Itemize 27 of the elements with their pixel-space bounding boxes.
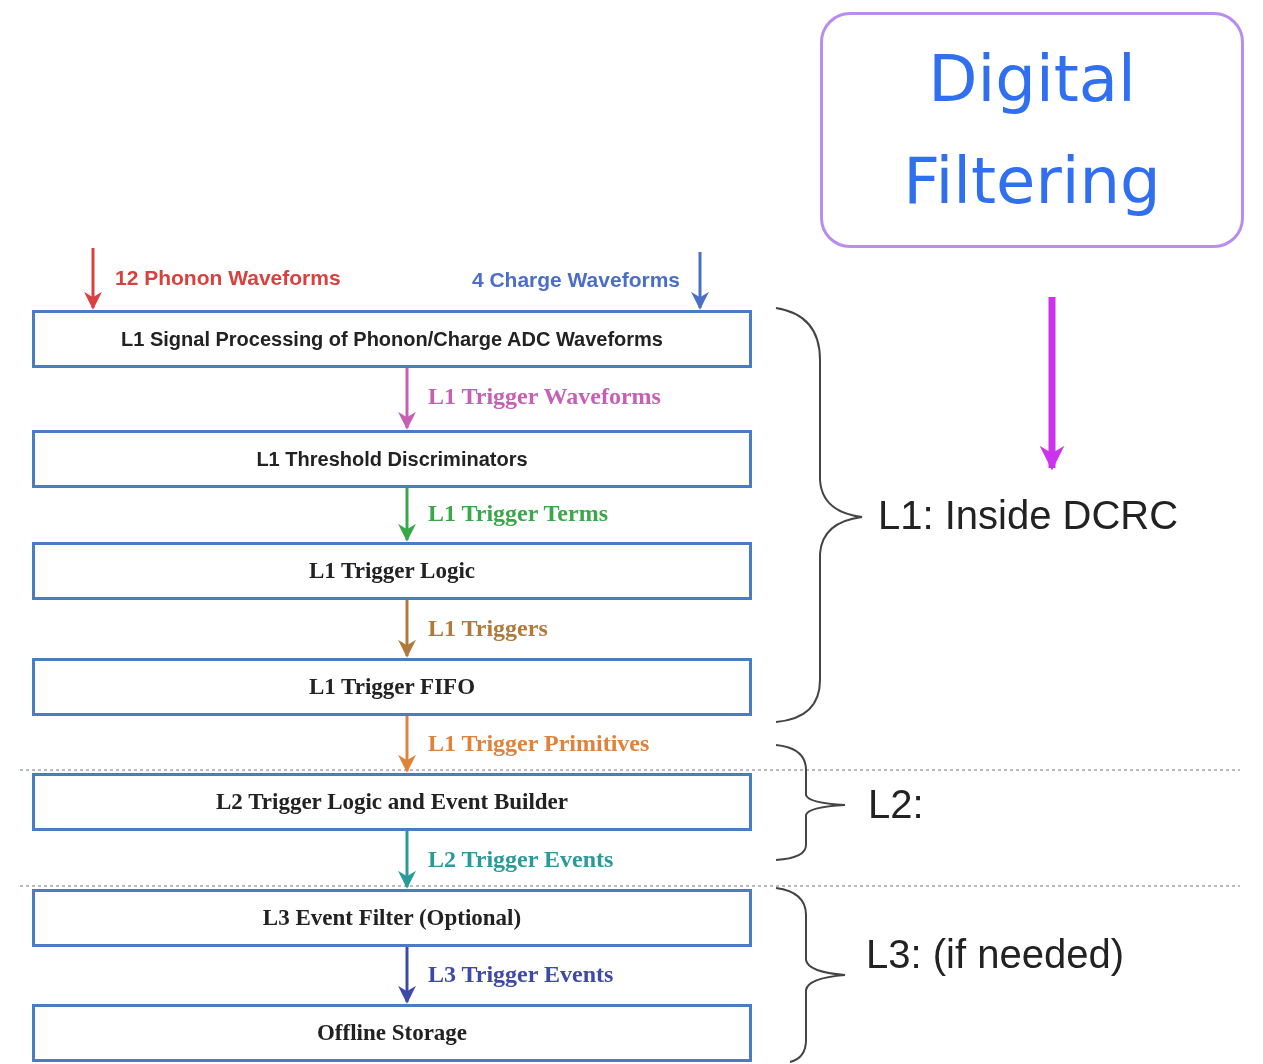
box-label: L1 Trigger Logic [308,558,476,584]
box-label: Offline Storage [316,1020,468,1046]
level-label: L1: Inside DCRC [878,493,1179,538]
box-label: L3 Event Filter (Optional) [262,905,522,931]
process-box [32,658,752,716]
process-box [32,310,752,368]
arrow [691,252,709,310]
box-title: Digital Filtering [902,40,1162,220]
process-box [32,542,752,600]
arrow [398,947,416,1004]
arrow [398,600,416,658]
process-box [32,773,752,831]
arrow [398,831,416,889]
box-label: L1 Threshold Discriminators [256,447,528,471]
title-box [820,12,1244,248]
level-label: L3: (if needed) [866,932,1124,977]
arrow [84,248,102,310]
arrow [398,368,416,430]
box-label: L2 Trigger Logic and Event Builder [215,789,569,815]
process-box [32,430,752,488]
arrow [398,716,416,773]
process-box [32,889,752,947]
box-label: L1 Trigger FIFO [308,674,476,700]
process-box [32,1004,752,1062]
arrow [398,488,416,542]
box-label: L1 Signal Processing of Phonon/Charge ADC Waveforms [121,327,663,351]
level-label: L2: [868,782,924,827]
